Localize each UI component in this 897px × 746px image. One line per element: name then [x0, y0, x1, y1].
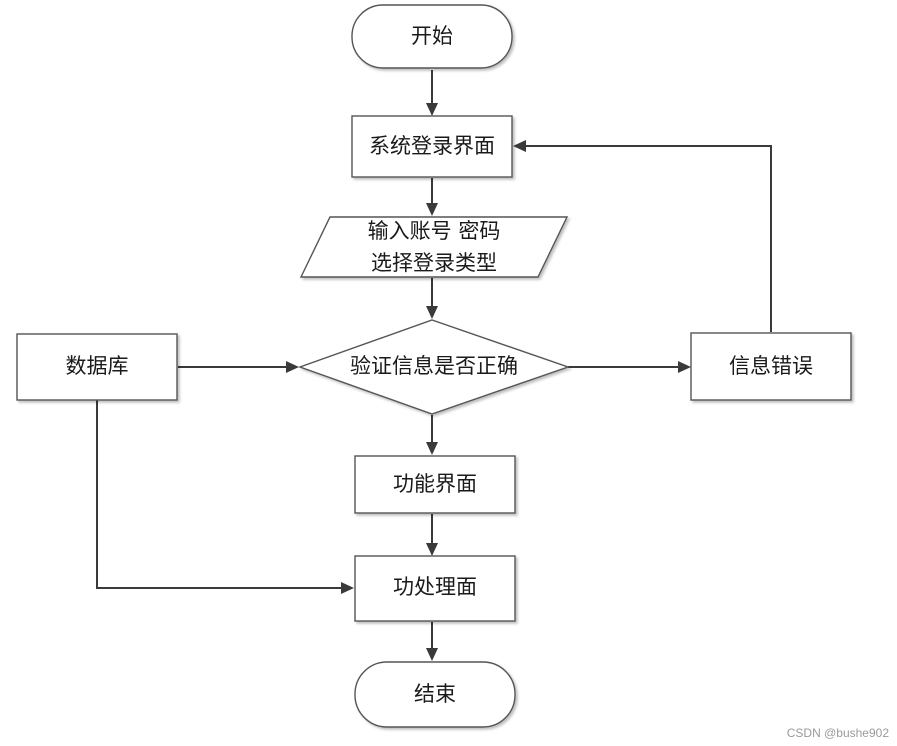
function-ui-label: 功能界面 [393, 472, 477, 496]
input-node: 输入账号 密码 选择登录类型 [299, 216, 569, 278]
watermark: CSDN @bushe902 [786, 726, 889, 740]
end-label: 结束 [414, 682, 456, 706]
arrowhead-login-top [426, 103, 438, 116]
input-label-line2: 选择登录类型 [371, 251, 497, 275]
arrowhead-error-left [678, 361, 691, 373]
function-ui-node: 功能界面 [354, 455, 516, 514]
decision-node: 验证信息是否正确 [297, 319, 571, 415]
arrowhead-login-right [513, 140, 526, 152]
edge-error-to-login [524, 145, 772, 332]
database-node: 数据库 [16, 333, 178, 401]
decision-label: 验证信息是否正确 [350, 354, 518, 378]
login-node: 系统登录界面 [351, 115, 513, 178]
database-label: 数据库 [66, 354, 129, 378]
arrowhead-function-top [426, 442, 438, 455]
process-label: 功处理面 [393, 575, 477, 599]
input-label-line1: 输入账号 密码 [368, 219, 501, 243]
login-label: 系统登录界面 [369, 134, 495, 158]
edges [96, 70, 772, 661]
end-node: 结束 [354, 661, 516, 728]
edge-database-to-process [96, 400, 343, 589]
error-label: 信息错误 [729, 354, 813, 378]
error-node: 信息错误 [690, 332, 852, 401]
arrowhead-process-top [426, 543, 438, 556]
arrowhead-process-left [341, 582, 354, 594]
arrowhead-input-top [426, 203, 438, 216]
process-node: 功处理面 [354, 555, 516, 622]
arrowhead-decision-left [286, 361, 299, 373]
start-label: 开始 [411, 24, 453, 48]
arrowhead-end-top [426, 648, 438, 661]
arrowhead-decision-top [426, 306, 438, 319]
start-node: 开始 [351, 4, 513, 69]
